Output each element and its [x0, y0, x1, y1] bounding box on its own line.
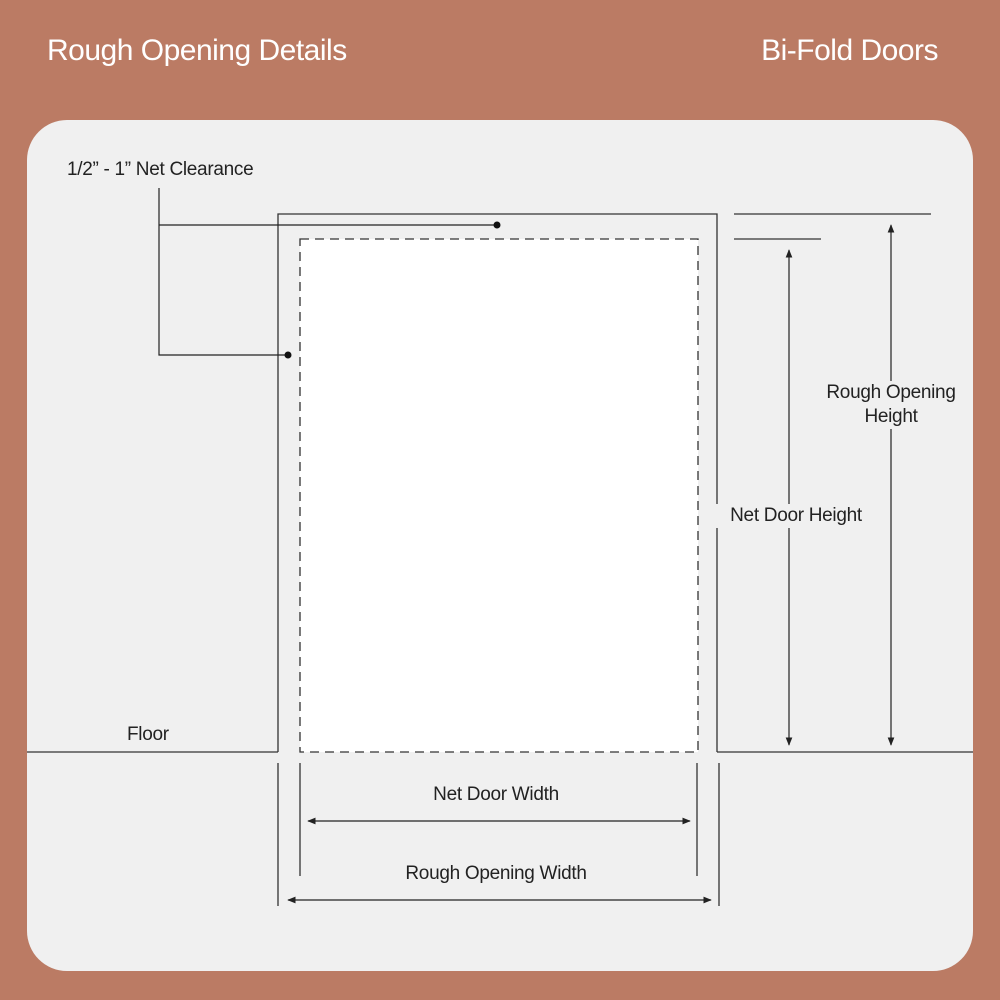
net-door-height-label: Net Door Height [716, 504, 876, 528]
clearance-leader [158, 188, 288, 356]
rough-opening-height-label: Rough Opening Height [816, 381, 966, 429]
floor-label: Floor [127, 724, 169, 745]
rough-opening-frame [277, 213, 718, 752]
product-title: Bi-Fold Doors [761, 34, 938, 67]
page-title: Rough Opening Details [47, 34, 347, 67]
net-door-width-label: Net Door Width [433, 784, 559, 805]
rough-opening-width-label: Rough Opening Width [405, 863, 587, 884]
rough-opening-height-line2: Height [864, 406, 918, 427]
rough-opening-height-line1: Rough Opening [826, 382, 956, 403]
clearance-label: 1/2” - 1” Net Clearance [67, 159, 254, 180]
net-door-area [299, 238, 699, 753]
